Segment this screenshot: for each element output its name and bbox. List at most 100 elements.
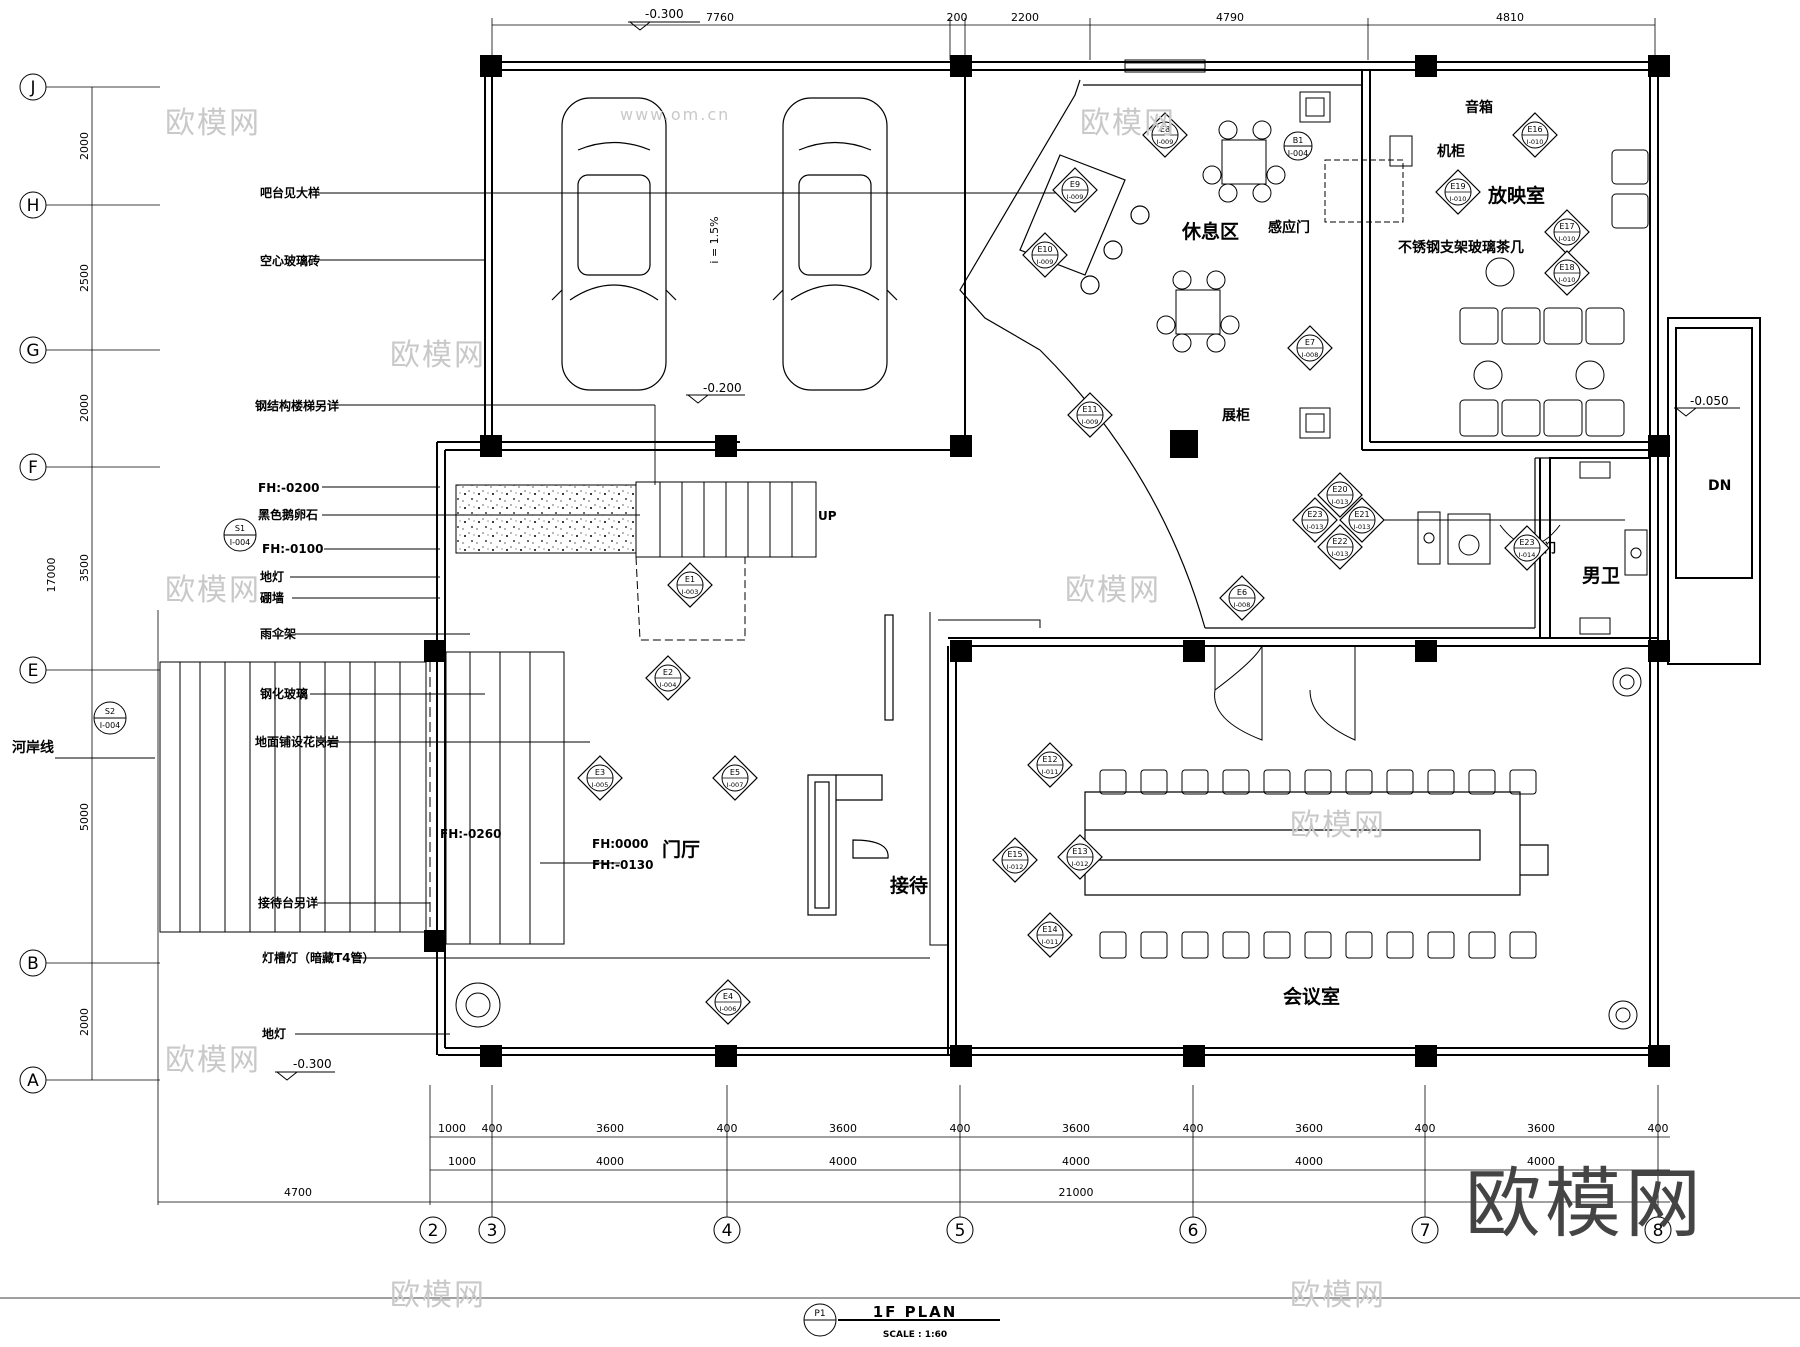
elevation-tag-ref: I-010 <box>1450 195 1467 203</box>
elevation-tag: E6I-008 <box>1219 575 1265 621</box>
leader-lines <box>55 192 1625 1035</box>
level-markers <box>275 21 1740 1081</box>
level-garage: -0.200 <box>703 381 742 395</box>
stair-up-label: UP <box>818 509 837 523</box>
elevation-tag-id: E3 <box>595 768 605 777</box>
watermark-large: 欧模网 <box>1465 1159 1705 1248</box>
watermark: 欧模网 <box>1290 808 1386 843</box>
elevation-tag-id: E16 <box>1527 125 1542 134</box>
elevation-tag-ref: I-013 <box>1354 523 1371 531</box>
watermark: 欧模网 <box>1065 573 1161 608</box>
elevation-tag-id: E15 <box>1007 850 1022 859</box>
elevation-tag-ref: I-010 <box>1559 235 1576 243</box>
lounge-partition <box>959 79 1550 629</box>
elevation-tag: E9I-009 <box>1052 167 1098 213</box>
watermark: 欧模网 <box>165 573 261 608</box>
label-dn: DN <box>1708 478 1731 494</box>
stair <box>635 481 817 641</box>
section-b1-ref: I-004 <box>1288 149 1309 158</box>
elevation-tag-id: E12 <box>1042 755 1057 764</box>
car-right <box>772 97 898 391</box>
axis-label-4: 4 <box>722 1221 733 1241</box>
dim-top-5: 4810 <box>1496 11 1524 24</box>
dim-left-3: 2000 <box>78 394 91 422</box>
elevation-tag-ref: I-009 <box>1082 418 1099 426</box>
elevation-tag-ref: I-009 <box>1067 193 1084 201</box>
dim-top-4: 4790 <box>1216 11 1244 24</box>
elevation-tag-ref: I-009 <box>1157 138 1174 146</box>
dim-b1-7: 3600 <box>1062 1122 1090 1135</box>
drawing-title: 1F PLAN <box>873 1303 958 1321</box>
dim-b1-11: 3600 <box>1527 1122 1555 1135</box>
elevation-tag-id: E11 <box>1082 405 1097 414</box>
label-sensor-door: 感应门 <box>1268 219 1310 236</box>
elevation-tag-ref: I-013 <box>1332 498 1349 506</box>
label-tea-table: 不锈钢支架玻璃茶几 <box>1398 239 1524 256</box>
room-lounge: 休息区 <box>1181 220 1239 243</box>
elevation-tag-id: E8 <box>1160 125 1170 134</box>
dim-b1-5: 3600 <box>829 1122 857 1135</box>
lobby-screen-wall <box>929 612 1041 946</box>
structural-columns <box>424 55 1670 1067</box>
dim-b2-2: 4000 <box>596 1155 624 1168</box>
watermark-url: www.om.cn <box>620 105 731 124</box>
dim-b3-2: 21000 <box>1059 1186 1094 1199</box>
elevation-tag-id: E20 <box>1332 485 1347 494</box>
elevation-tag-id: E5 <box>730 768 740 777</box>
drawing-scale: SCALE : 1:60 <box>883 1330 947 1340</box>
dim-left-1: 2000 <box>78 132 91 160</box>
toilet-fixtures <box>1417 461 1648 635</box>
title-block <box>0 1297 1800 1337</box>
elevation-tag-ref: I-008 <box>1234 601 1251 609</box>
section-s2-id: S2 <box>105 707 115 716</box>
elevation-tag-ref: I-005 <box>592 781 609 789</box>
row-axis-bubbles <box>19 73 47 1094</box>
section-s1-ref: I-004 <box>230 538 251 547</box>
car-left <box>551 97 677 391</box>
elevation-tag-ref: I-009 <box>1037 258 1054 266</box>
axis-label-3: 3 <box>487 1221 498 1241</box>
elevation-tag: E5I-007 <box>712 755 758 801</box>
elevation-tag-id: E17 <box>1559 222 1574 231</box>
label-black-pebble: 黑色鹅卵石 <box>258 507 318 522</box>
screening-seats <box>1389 135 1649 437</box>
axis-label-8: 8 <box>1653 1221 1664 1241</box>
elevation-tag-id: E13 <box>1072 847 1087 856</box>
section-s1-id: S1 <box>235 524 245 533</box>
elevation-tag-ref: I-010 <box>1559 276 1576 284</box>
dim-b3-1: 4700 <box>284 1186 312 1199</box>
glass-brick-wall <box>1124 59 1206 73</box>
elevation-tag-ref: I-011 <box>1042 768 1059 776</box>
dim-b2-4: 4000 <box>1062 1155 1090 1168</box>
elevation-tag: E1I-003 <box>667 562 713 608</box>
dim-left-total: 17000 <box>45 558 58 593</box>
elevation-tag-id: E14 <box>1042 925 1057 934</box>
watermark: 欧模网 <box>165 1043 261 1078</box>
label-fh-0000: FH:0000 <box>592 837 648 851</box>
dim-left-2: 2500 <box>78 264 91 292</box>
level-top: -0.300 <box>645 7 684 21</box>
axis-label-G: G <box>26 341 39 361</box>
room-lobby: 门厅 <box>662 838 700 861</box>
display-cabinets <box>1299 91 1331 439</box>
dim-b1-9: 3600 <box>1295 1122 1323 1135</box>
dim-b2-1: 1000 <box>448 1155 476 1168</box>
axis-label-A: A <box>27 1071 39 1091</box>
label-fh-0100: FH:-0100 <box>262 542 323 556</box>
dim-left-6: 2000 <box>78 1008 91 1036</box>
elevation-tag-id: E23 <box>1307 510 1322 519</box>
grid-lines <box>45 18 1670 1220</box>
meeting-doors <box>1214 645 1356 741</box>
watermark: 欧模网 <box>1290 1278 1386 1313</box>
axis-label-2: 2 <box>428 1221 439 1241</box>
label-moss-wall: 硼墙 <box>260 590 284 605</box>
elevation-tag-id: E7 <box>1305 338 1315 347</box>
bar-counter <box>1019 154 1150 295</box>
reception-desk <box>807 614 894 916</box>
label-bar-detail: 吧台见大样 <box>260 185 320 200</box>
